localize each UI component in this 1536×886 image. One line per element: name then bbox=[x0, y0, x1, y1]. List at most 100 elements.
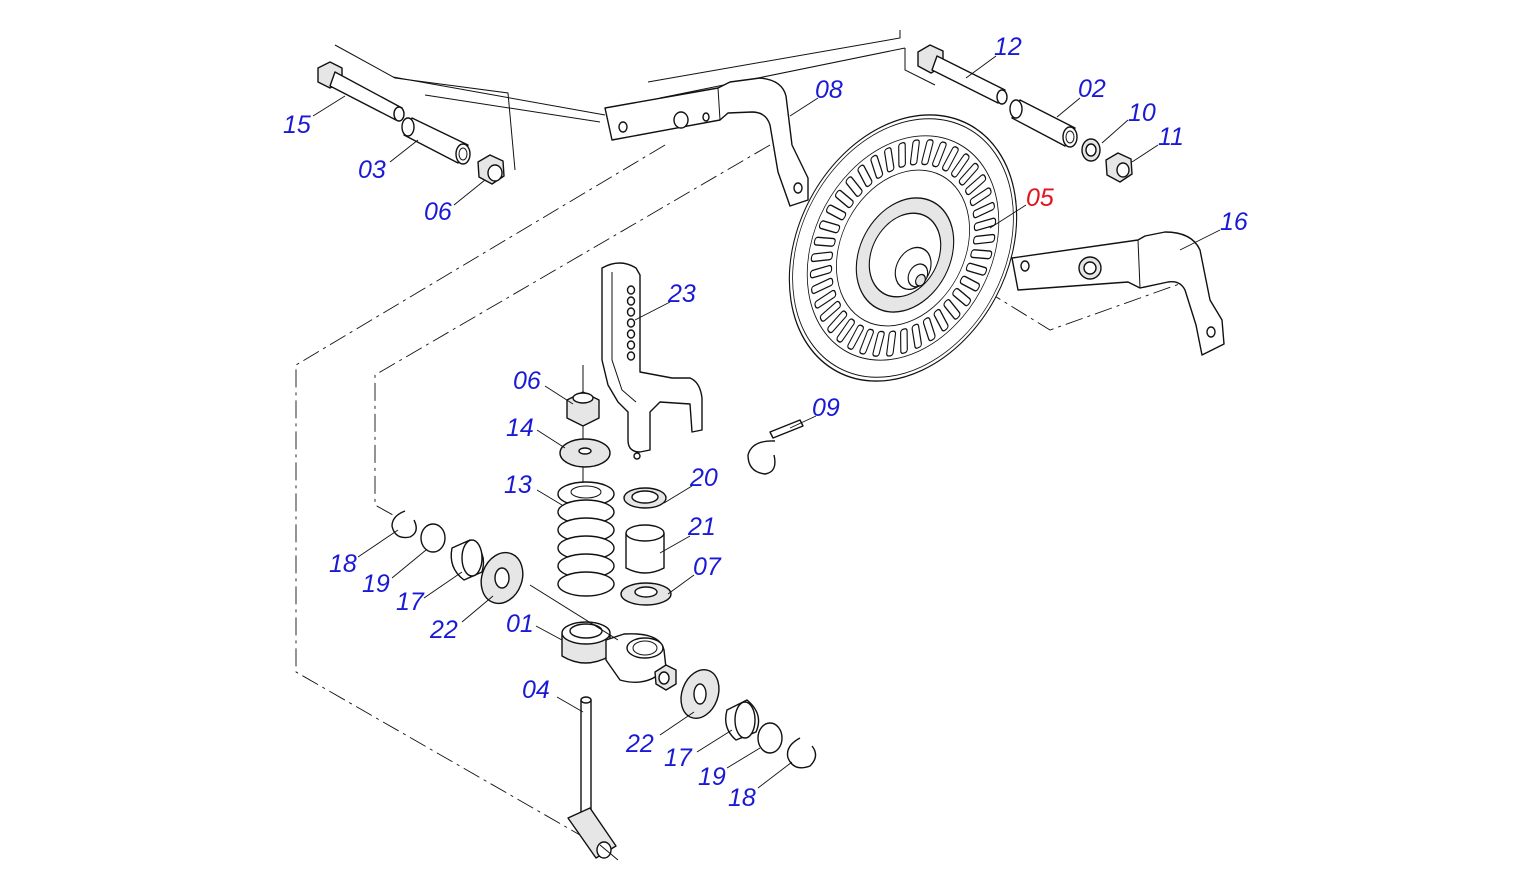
spring-13 bbox=[557, 481, 615, 597]
disc-wheel-05 bbox=[788, 114, 1018, 382]
arm-hole bbox=[626, 285, 636, 295]
disc-19-right bbox=[757, 722, 783, 754]
arm-hole bbox=[626, 329, 636, 339]
disc-slot bbox=[898, 141, 906, 168]
disc-slot bbox=[814, 289, 837, 309]
label-04: 04 bbox=[522, 676, 550, 704]
label-20: 20 bbox=[689, 464, 718, 492]
disc-slot bbox=[819, 300, 841, 322]
disc-slot bbox=[870, 154, 884, 179]
label-19-left: 19 bbox=[362, 570, 390, 598]
circlip-18-right bbox=[786, 737, 817, 769]
disc-slot bbox=[958, 162, 979, 186]
disc-slot bbox=[951, 153, 970, 178]
label-18-right: 18 bbox=[728, 784, 756, 812]
washer-22-right bbox=[680, 669, 720, 719]
label-17-right: 17 bbox=[664, 744, 693, 772]
label-08: 08 bbox=[815, 76, 843, 104]
label-06-mid: 06 bbox=[513, 367, 541, 395]
disc-slot bbox=[965, 174, 987, 196]
label-12: 12 bbox=[994, 33, 1022, 61]
disc-slot bbox=[813, 236, 836, 247]
label-15: 15 bbox=[283, 111, 311, 139]
nut-06-top bbox=[477, 154, 505, 185]
nut-11 bbox=[1105, 152, 1133, 183]
disc-slot bbox=[845, 176, 863, 197]
part-labels: 12 02 10 11 08 05 16 15 03 06 23 09 06 1… bbox=[283, 33, 1248, 812]
bushing-03 bbox=[401, 117, 471, 165]
disc-19-left bbox=[420, 523, 446, 553]
label-05: 05 bbox=[1026, 184, 1054, 212]
disc-slot bbox=[818, 220, 841, 234]
washer-10 bbox=[1081, 138, 1101, 162]
label-09: 09 bbox=[812, 394, 840, 422]
rod-04 bbox=[567, 696, 619, 861]
bushing-17-left bbox=[450, 539, 485, 581]
disc-slot bbox=[933, 308, 949, 332]
bolt-12 bbox=[917, 44, 1008, 105]
disc-slot bbox=[911, 323, 922, 349]
disc-slot bbox=[826, 204, 847, 221]
bushing-02 bbox=[1009, 99, 1078, 148]
circlip-18-left bbox=[391, 510, 417, 539]
disc-slot bbox=[847, 324, 864, 350]
disc-slot bbox=[909, 139, 920, 166]
label-07: 07 bbox=[693, 553, 722, 581]
disc-slot bbox=[834, 189, 854, 209]
label-06-top: 06 bbox=[424, 198, 452, 226]
washer-07 bbox=[620, 582, 672, 606]
disc-slot bbox=[810, 251, 834, 263]
label-23: 23 bbox=[667, 280, 696, 308]
label-02: 02 bbox=[1078, 75, 1106, 103]
arm-hole bbox=[626, 318, 636, 328]
label-11: 11 bbox=[1158, 123, 1184, 151]
washer-14 bbox=[559, 438, 611, 468]
disc-slot bbox=[973, 217, 997, 232]
disc-slot bbox=[965, 262, 988, 276]
disc-slot bbox=[969, 187, 992, 207]
arm-hole bbox=[626, 340, 636, 350]
leader-lines bbox=[312, 55, 1221, 789]
arm-hole bbox=[626, 307, 636, 317]
disc-slot bbox=[932, 141, 947, 168]
arm-23-holes bbox=[626, 285, 636, 361]
disc-slot bbox=[922, 317, 936, 342]
label-17-left: 17 bbox=[396, 588, 425, 616]
assembly-lines bbox=[295, 144, 1186, 836]
disc-slot bbox=[921, 139, 934, 166]
disc-slot bbox=[942, 146, 959, 172]
arm-08 bbox=[604, 77, 809, 207]
arm-16 bbox=[1011, 231, 1225, 356]
disc-slot bbox=[827, 310, 848, 334]
disc-slot bbox=[857, 164, 873, 188]
disc-slot bbox=[952, 287, 972, 307]
label-14: 14 bbox=[506, 414, 534, 442]
disc-slot bbox=[943, 299, 961, 320]
disc-slot bbox=[872, 330, 885, 357]
label-13: 13 bbox=[504, 471, 532, 499]
disc-slot bbox=[900, 328, 908, 355]
disc-slot bbox=[886, 330, 897, 357]
clip-pin-09 bbox=[747, 419, 804, 475]
label-01: 01 bbox=[506, 610, 534, 638]
disc-slot bbox=[809, 264, 833, 279]
bushing-21 bbox=[625, 524, 665, 574]
disc-slot bbox=[859, 328, 874, 355]
label-19-right: 19 bbox=[698, 763, 726, 791]
disc-slot bbox=[972, 201, 995, 219]
arm-hole bbox=[626, 296, 636, 306]
label-10: 10 bbox=[1128, 99, 1156, 127]
bolt-15 bbox=[317, 61, 405, 122]
washer-22-left bbox=[480, 551, 524, 605]
disc-slot bbox=[811, 277, 834, 295]
label-21: 21 bbox=[687, 513, 716, 541]
label-16: 16 bbox=[1220, 208, 1248, 236]
label-18-left: 18 bbox=[329, 550, 357, 578]
disc-slot bbox=[959, 275, 980, 292]
disc-slot bbox=[836, 318, 855, 343]
disc-slot bbox=[970, 249, 993, 260]
disc-slot bbox=[884, 147, 895, 173]
arm-01 bbox=[529, 584, 677, 691]
disc-slot bbox=[972, 233, 996, 245]
